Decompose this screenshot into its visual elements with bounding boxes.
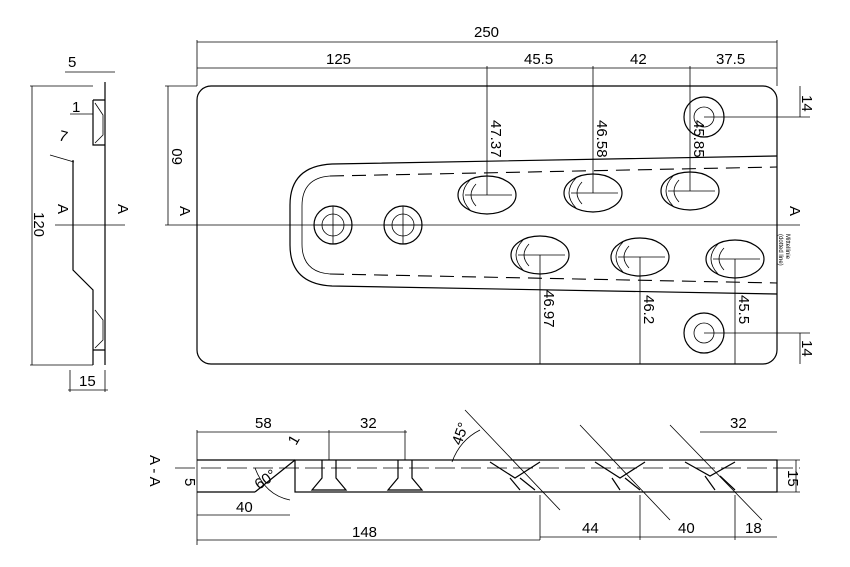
dim-1-section: 1 [285, 432, 304, 448]
section-45-line-2 [579, 424, 671, 521]
section-chamfer [254, 459, 296, 493]
centerline-note: Mittellinie [784, 234, 790, 260]
section-45-line-1 [464, 409, 561, 511]
dim-5-side: 5 [68, 54, 76, 71]
arc-60 [254, 467, 291, 501]
spacing-45-85: 45.85 [690, 120, 707, 158]
dim-40-left: 40 [236, 499, 253, 516]
side-view: 120 5 1 7 15 A A [30, 54, 131, 392]
dim-32-right: 32 [730, 415, 747, 432]
section-slot-1 [489, 461, 541, 491]
section-view: A - A 58 32 32 1 5 40 60° 45° 148 [146, 409, 801, 545]
section-45-line-3 [669, 424, 763, 521]
dashed-line-top [329, 166, 778, 177]
dashed-line-bottom [329, 273, 778, 284]
dim-42: 42 [630, 51, 647, 68]
dim-125: 125 [326, 51, 351, 68]
dim-14-bottom: 14 [798, 340, 815, 357]
section-marker-left: A [176, 206, 193, 216]
dim-15-side: 15 [79, 373, 96, 390]
dim-37-5: 37.5 [716, 51, 745, 68]
section-plate [294, 459, 778, 493]
section-title: A - A [146, 455, 163, 487]
dim-44: 44 [582, 520, 599, 537]
dim-120: 120 [30, 212, 47, 237]
section-slot-3 [684, 461, 736, 491]
section-hole-1 [310, 460, 348, 491]
dim-1-side: 1 [72, 99, 80, 116]
side-marker-right: A [114, 204, 131, 214]
dim-40-right: 40 [678, 520, 695, 537]
spacing-45-5: 45.5 [735, 295, 752, 324]
dim-58: 58 [255, 415, 272, 432]
spacing-46-97: 46.97 [540, 290, 557, 328]
side-marker-left: A [54, 204, 71, 214]
dim-15-section: 15 [784, 470, 801, 487]
side-profile [72, 99, 105, 365]
spacing-46-2: 46.2 [640, 295, 657, 324]
dim-250: 250 [474, 24, 499, 41]
oval-hole-bottom-1 [510, 235, 570, 275]
section-slot-2 [594, 461, 646, 491]
dim-60: 60 [169, 148, 186, 165]
spacing-46-58: 46.58 [593, 120, 610, 158]
dim-45-5: 45.5 [524, 51, 553, 68]
section-hole-2 [386, 460, 424, 491]
section-marker-right: A [786, 206, 803, 216]
spacing-47-37: 47.37 [487, 120, 504, 158]
dim-32-left: 32 [360, 415, 377, 432]
angle-45: 45° [449, 420, 473, 447]
dim-5-section: 5 [181, 478, 198, 486]
dim-18: 18 [745, 520, 762, 537]
centerline-subnote: (dotted line) [777, 234, 783, 266]
arc-45 [451, 429, 481, 463]
dim-7-side: 7 [57, 127, 69, 146]
dim-14-top: 14 [798, 95, 815, 112]
side-csk-top [94, 102, 104, 144]
side-csk-bottom [94, 309, 104, 349]
top-view: 250 125 45.5 42 37.5 60 14 14 47.37 46.5… [165, 24, 815, 365]
dim-148: 148 [352, 524, 377, 541]
leader-7 [49, 154, 75, 163]
